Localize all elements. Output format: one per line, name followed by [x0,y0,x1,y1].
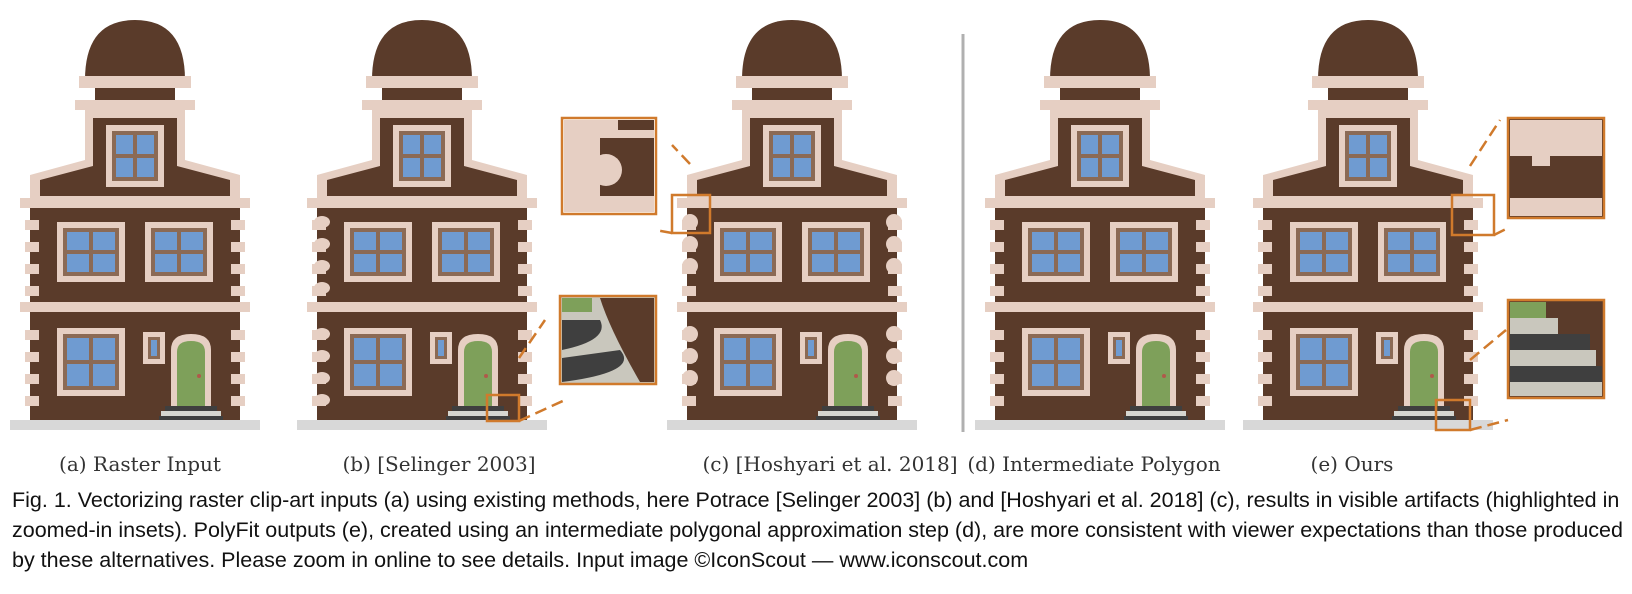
house-e-ours [1243,20,1606,432]
house-c-hoshyari [560,20,917,430]
house-illustrations [10,20,1606,432]
figure-caption-text: Vectorizing raster clip-art inputs (a) u… [12,488,1623,572]
figure-caption: Fig. 1. Vectorizing raster clip-art inpu… [12,485,1624,575]
subcaption-e: (e) Ours [1310,452,1394,476]
house-d-intermediate-polygon [975,20,1225,430]
figure-label: Fig. 1. [12,488,72,512]
subcaption-b: (b) [Selinger 2003] [342,452,536,476]
subcaption-c: (c) [Hoshyari et al. 2018] [702,452,958,476]
house-b-selinger [297,20,658,430]
subcaption-d: (d) Intermediate Polygon [967,452,1221,476]
subcaption-a: (a) Raster Input [59,452,221,476]
house-a-raster-input [10,20,260,430]
